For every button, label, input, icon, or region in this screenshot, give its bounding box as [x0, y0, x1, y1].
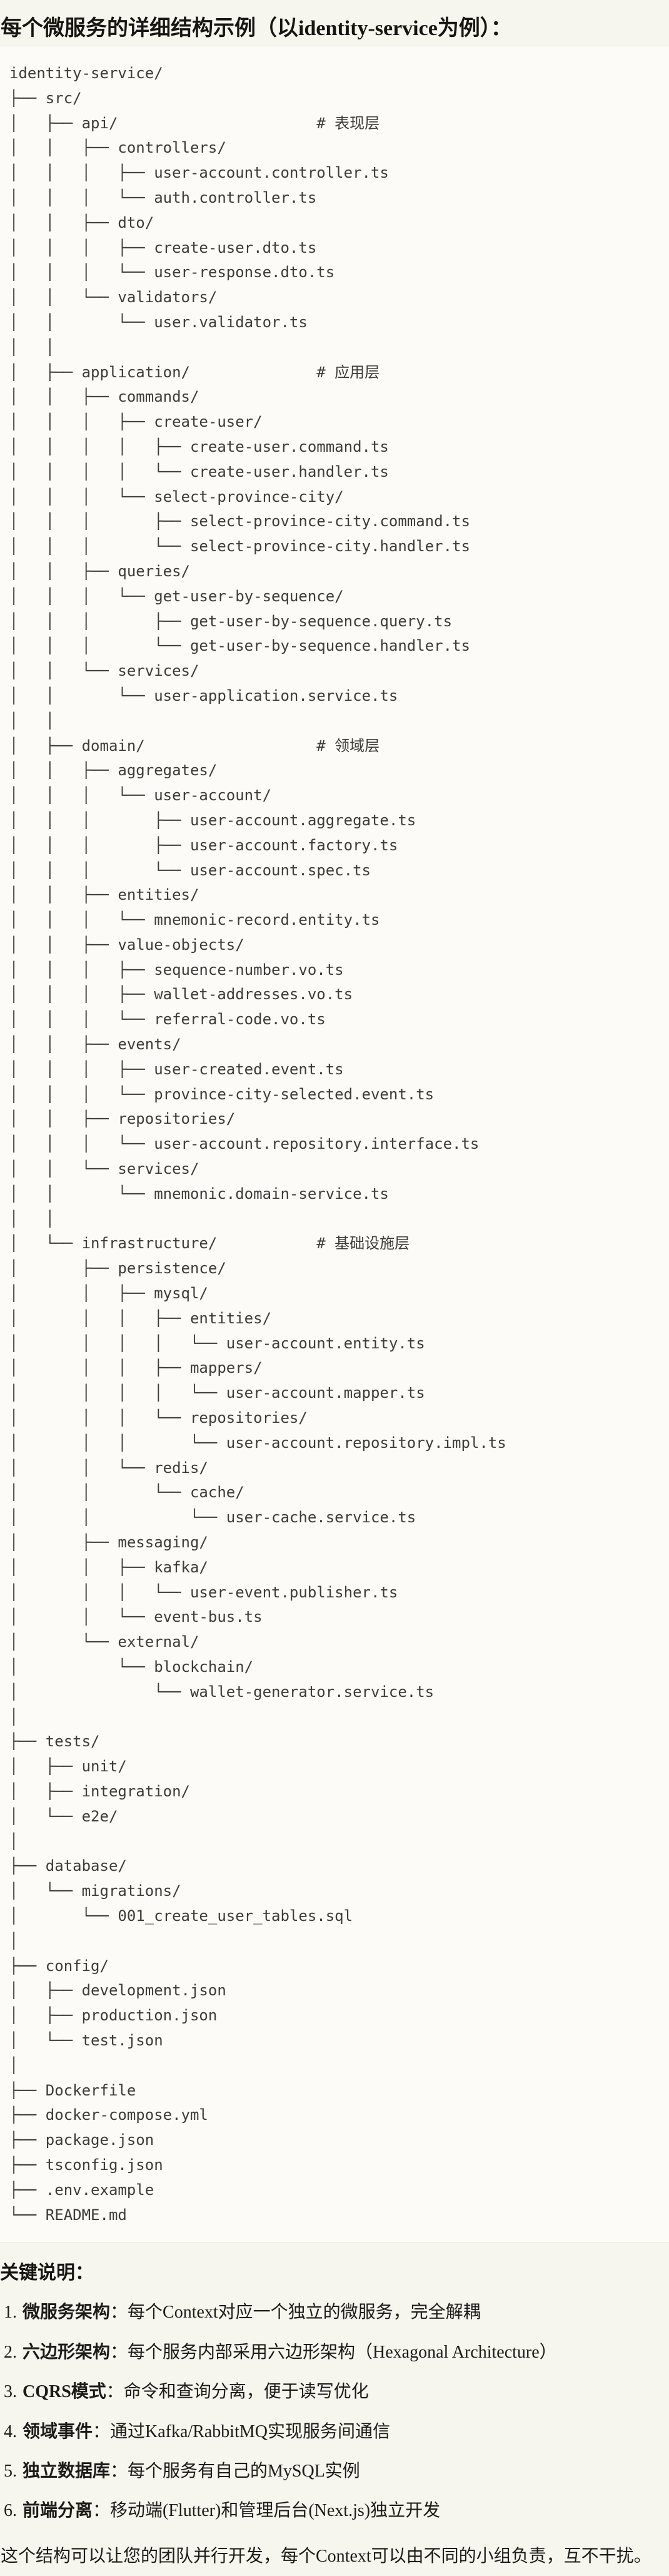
page-title: 每个微服务的详细结构示例（以identity-service为例）： — [1, 17, 512, 40]
note-text: ：通过Kafka/RabbitMQ实现服务间通信 — [93, 2421, 390, 2441]
note-text: ：每个服务有自己的MySQL实例 — [110, 2461, 360, 2481]
note-label: 领域事件 — [23, 2421, 93, 2441]
note-number: 4. — [4, 2421, 17, 2441]
note-label: CQRS模式 — [23, 2382, 106, 2402]
note-text: ：每个服务内部采用六边形架构（Hexagonal Architecture） — [110, 2342, 557, 2362]
note-label: 六边形架构 — [23, 2342, 111, 2362]
note-item-5: 5. 独立数据库：每个服务有自己的MySQL实例 — [0, 2460, 669, 2483]
note-item-6: 6. 前端分离：移动端(Flutter)和管理后台(Next.js)独立开发 — [0, 2500, 669, 2522]
closing-paragraph: 这个结构可以让您的团队并行开发，每个Context可以由不同的小组负责，互不干扰… — [1, 2546, 651, 2566]
note-number: 5. — [4, 2461, 17, 2481]
note-number: 6. — [4, 2501, 17, 2521]
note-text: ：命令和查询分离，便于读写优化 — [106, 2382, 369, 2402]
directory-tree-text: identity-service/ ├── src/ │ ├── api/ # … — [9, 64, 506, 2224]
note-text: ：每个Context对应一个独立的微服务，完全解耦 — [110, 2303, 481, 2323]
note-item-4: 4. 领域事件：通过Kafka/RabbitMQ实现服务间通信 — [0, 2421, 669, 2443]
note-label: 前端分离 — [23, 2501, 93, 2521]
note-item-3: 3. CQRS模式：命令和查询分离，便于读写优化 — [0, 2381, 669, 2403]
directory-tree-code-block: identity-service/ ├── src/ │ ├── api/ # … — [0, 46, 669, 2244]
note-number: 1. — [4, 2303, 17, 2323]
note-item-1: 1. 微服务架构：每个Context对应一个独立的微服务，完全解耦 — [0, 2301, 669, 2324]
note-item-2: 2. 六边形架构：每个服务内部采用六边形架构（Hexagonal Architec… — [0, 2341, 669, 2364]
key-notes-heading: 关键说明： — [0, 2263, 94, 2284]
note-number: 2. — [4, 2342, 17, 2362]
key-notes-section: 关键说明： 1. 微服务架构：每个Context对应一个独立的微服务，完全解耦 2… — [0, 2243, 669, 2568]
note-label: 独立数据库 — [23, 2461, 111, 2481]
note-label: 微服务架构 — [23, 2303, 111, 2323]
note-text: ：移动端(Flutter)和管理后台(Next.js)独立开发 — [93, 2501, 441, 2521]
note-number: 3. — [4, 2382, 17, 2402]
